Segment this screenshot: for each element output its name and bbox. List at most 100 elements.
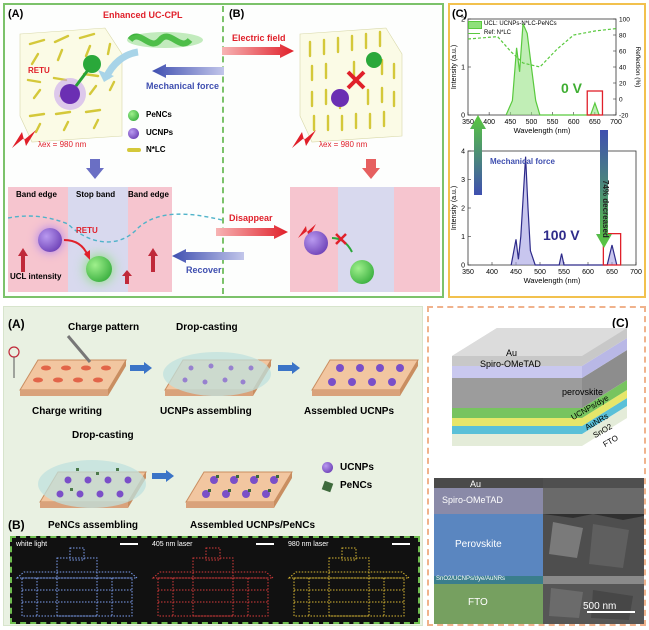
decrease-down-arrow <box>596 130 612 248</box>
laser-980-label: 980 nm laser <box>288 541 329 548</box>
band-curve <box>8 213 223 243</box>
stop-band-label: Stop band <box>76 190 116 199</box>
ucl-intensity-label: UCL intensity <box>10 272 62 281</box>
peak-highlight-box <box>602 233 622 266</box>
peak-highlight-box <box>586 90 604 116</box>
layer-au-label: Au <box>506 348 518 358</box>
sem-perovskite-label: Perovskite <box>455 539 502 550</box>
x-tick-label: 650 <box>606 269 618 276</box>
drop-casting-label-2: Drop-casting <box>72 430 134 441</box>
layer-perovskite-label: perovskite <box>562 387 604 397</box>
legend-ucnps-2: UCNPs <box>340 462 374 473</box>
y2-tick-label: 20 <box>619 81 627 88</box>
ucnps-legend-icon-2 <box>322 462 333 473</box>
x-tick-label: 700 <box>630 269 642 276</box>
legend-ucl: UCL: UCNPs-N*LC-PeNCs <box>484 21 557 27</box>
x-tick-label: 550 <box>558 269 570 276</box>
legend-pencs: PeNCs <box>146 110 172 119</box>
sem-spiro-label: Spiro-OMeTAD <box>442 495 503 505</box>
y2-tick-label: -20 <box>619 113 629 120</box>
assembly-panel-a-label: (A) <box>8 317 25 331</box>
assembled-ucnps-label: Assembled UCNPs <box>304 406 395 417</box>
legend-ref: Ref: N*LC <box>484 30 512 36</box>
building-luminescence-images <box>15 543 411 617</box>
ucl-up-arrow-left <box>18 248 28 272</box>
sem-perovskite-band <box>434 514 543 576</box>
sem-spiro-band <box>434 488 543 514</box>
y-tick-label: 0 <box>461 263 465 270</box>
legend-pencs-2: PeNCs <box>340 480 373 491</box>
legend-ucnps: UCNPs <box>146 128 174 137</box>
sem-au-band <box>434 478 543 488</box>
mechanical-force-label: Mechanical force <box>146 81 220 91</box>
x-tick-label: 400 <box>483 119 495 126</box>
sem-interlayer-band <box>434 576 543 584</box>
pencs-legend-icon <box>128 110 139 121</box>
y-tick-label: 0 <box>461 113 465 120</box>
luminescence-images-strip <box>10 536 420 624</box>
white-light-label: white light <box>16 541 48 548</box>
step-arrow-2 <box>278 362 300 374</box>
x-axis-label: Wavelength (nm) <box>514 126 571 135</box>
band-edge-region-right <box>128 187 172 292</box>
enhanced-uc-cpl-title: Enhanced UC-CPL <box>103 10 183 20</box>
decreased-label: 74% decreased <box>601 180 610 238</box>
x-tick-label: 400 <box>486 269 498 276</box>
mechanical-force-arrow <box>152 64 224 78</box>
laser-icon-lower <box>298 224 316 238</box>
sem-au-label: Au <box>470 479 482 489</box>
retu-label: RETU <box>28 66 50 75</box>
device-stack-schematic <box>452 328 627 446</box>
penc-particle-b <box>350 260 374 284</box>
charge-writing-label: Charge writing <box>32 406 103 417</box>
spectrum-fill <box>511 156 617 265</box>
cpl-helix-icon <box>127 32 203 48</box>
drop-casting-label-1: Drop-casting <box>176 322 238 333</box>
liquid-crystal-cube-b <box>299 27 403 143</box>
x-tick-label: 500 <box>526 119 538 126</box>
y-tick-label: 4 <box>461 149 465 156</box>
y2-tick-label: 0 <box>619 97 623 104</box>
blocked-transfer-icon <box>331 233 353 253</box>
spectrum-line <box>510 156 618 266</box>
ucnp-particle-a <box>38 228 62 252</box>
x-tick-label: 450 <box>504 119 516 126</box>
band-edge-label-left: Band edge <box>16 190 57 199</box>
assembled-both-label: Assembled UCNPs/PeNCs <box>190 520 316 531</box>
assembly-panel-b-label: (B) <box>8 518 25 532</box>
curved-arrow-icon <box>98 48 139 82</box>
laser-icon <box>12 130 36 148</box>
x-tick-label: 500 <box>534 269 546 276</box>
assembled-ucnps-plate <box>311 359 419 396</box>
y-axis-label: Intensity (a.u.) <box>451 45 458 89</box>
y-tick-label: 2 <box>461 206 465 213</box>
pencs-assembling-plate <box>38 460 147 508</box>
ucnps-assembling-plate <box>163 352 272 396</box>
y2-tick-label: 80 <box>619 33 627 40</box>
y2-axis-label: Reflection (%) <box>634 47 641 88</box>
reflection-line <box>467 28 617 68</box>
step-arrow-1 <box>130 362 152 374</box>
panel-a-label: (A) <box>8 8 24 20</box>
sem-micrograph <box>543 478 644 624</box>
spectra-panel-label: (C) <box>452 8 468 20</box>
electric-field-label: Electric field <box>232 33 286 43</box>
x-tick-label: 350 <box>462 269 474 276</box>
energy-transfer-arrow <box>63 239 90 260</box>
legend-nlc: N*LC <box>146 145 166 154</box>
disappear-label: Disappear <box>229 213 273 223</box>
assembled-both-plate <box>185 471 293 508</box>
panel-divider <box>222 6 224 294</box>
y-tick-label: 1 <box>461 234 465 241</box>
y2-tick-label: 60 <box>619 49 627 56</box>
x-tick-label: 450 <box>510 269 522 276</box>
voltage-100v-label: 100 V <box>543 227 580 243</box>
sem-fto-band <box>434 584 543 624</box>
y-axis-label: Intensity (a.u.) <box>451 186 458 230</box>
down-arrow-b <box>362 159 380 179</box>
liquid-crystal-cube-a <box>19 27 123 143</box>
step-arrow-3 <box>152 470 174 482</box>
legend-ref-swatch <box>468 33 480 34</box>
